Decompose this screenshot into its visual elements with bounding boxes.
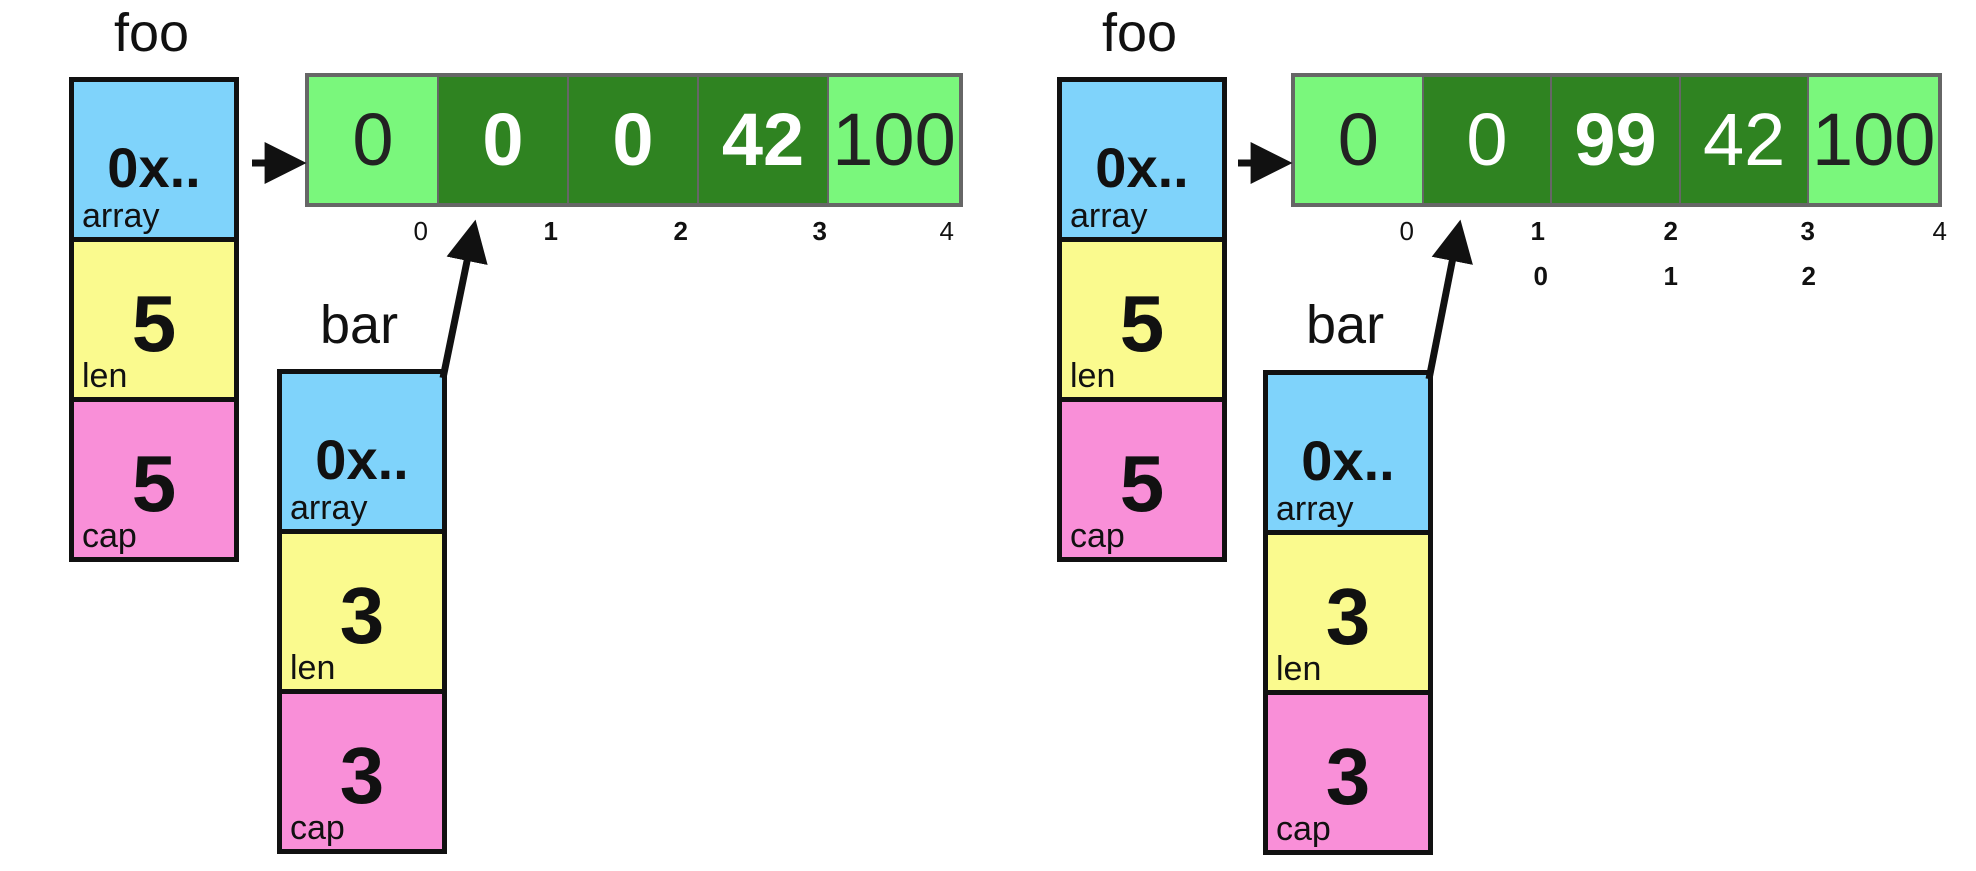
foo-slice-header: 0x.. array 5 len 5 cap [1057, 77, 1227, 562]
foo-cap-field: 5 cap [69, 397, 239, 562]
foo-index: 1 [543, 216, 558, 246]
bar-len-label: len [290, 649, 336, 687]
bar-slice-header: 0x.. array 3 len 3 cap [1263, 370, 1433, 855]
foo-len-value: 5 [1119, 279, 1165, 368]
foo-name: foo [1102, 3, 1178, 63]
bar-len-label: len [1276, 650, 1322, 688]
backing-array: 0 0 0 42 100 [305, 73, 963, 207]
bar-cap-label: cap [1276, 810, 1331, 848]
bar-len-value: 3 [1325, 572, 1371, 661]
foo-array-value: 0x.. [1095, 136, 1189, 199]
foo-name: foo [114, 3, 190, 63]
bar-name: bar [320, 295, 399, 355]
foo-index: 0 [413, 216, 428, 246]
bar-array-field: 0x.. array [277, 369, 447, 534]
pointer-arrows [252, 142, 488, 379]
bar-pointer-arrow [439, 219, 488, 379]
foo-array-field: 0x.. array [69, 77, 239, 242]
bar-array-field: 0x.. array [1263, 370, 1433, 535]
bar-pointer-arrow [1425, 219, 1473, 380]
foo-len-value: 5 [131, 279, 177, 368]
bar-cap-value: 3 [1325, 732, 1371, 821]
array-cell: 0 [569, 77, 699, 203]
array-cell: 0 [1423, 77, 1553, 203]
bar-index: 2 [1801, 261, 1816, 291]
foo-len-field: 5 len [69, 237, 239, 402]
bar-array-value: 0x.. [1301, 429, 1395, 492]
bar-index: 0 [1533, 261, 1548, 291]
bar-name: bar [1306, 295, 1385, 355]
bar-len-value: 3 [339, 571, 385, 660]
foo-len-label: len [82, 357, 128, 395]
array-cell: 0 [1295, 77, 1424, 203]
array-cell: 0 [439, 77, 569, 203]
foo-array-label: array [82, 197, 160, 235]
array-cell: 42 [1680, 77, 1810, 203]
foo-cap-field: 5 cap [1057, 397, 1227, 562]
panel-after: foo 0x.. array 5 len 5 cap 0 0 99 42 100… [988, 0, 1976, 871]
array-cell: 100 [829, 77, 959, 203]
foo-index: 2 [1663, 216, 1678, 246]
foo-index: 3 [1800, 216, 1815, 246]
foo-cap-value: 5 [1119, 439, 1165, 528]
array-cell: 100 [1809, 77, 1939, 203]
bar-array-label: array [290, 489, 368, 527]
pointer-arrows [1238, 142, 1473, 380]
backing-array: 0 0 99 42 100 [1291, 73, 1942, 207]
foo-array-label: array [1070, 197, 1148, 235]
bar-len-field: 3 len [277, 529, 447, 694]
foo-len-label: len [1070, 357, 1116, 395]
panel-before: foo 0x.. array 5 len 5 cap 0 0 0 42 100 … [69, 3, 963, 854]
foo-array-value: 0x.. [107, 136, 201, 199]
foo-array-field: 0x.. array [1057, 77, 1227, 242]
foo-index: 4 [939, 216, 954, 246]
foo-cap-value: 5 [131, 439, 177, 528]
bar-cap-label: cap [290, 809, 345, 847]
bar-array-value: 0x.. [315, 428, 409, 491]
foo-index: 1 [1530, 216, 1545, 246]
bar-cap-field: 3 cap [277, 689, 447, 854]
array-cell: 0 [309, 77, 439, 203]
bar-index: 1 [1663, 261, 1678, 291]
foo-cap-label: cap [82, 517, 137, 555]
foo-slice-header: 0x.. array 5 len 5 cap [69, 77, 239, 562]
bar-cap-value: 3 [339, 731, 385, 820]
foo-index: 3 [812, 216, 827, 246]
foo-index: 4 [1932, 216, 1947, 246]
array-cell: 42 [699, 77, 829, 203]
foo-len-field: 5 len [1057, 237, 1227, 402]
foo-index: 0 [1399, 216, 1414, 246]
array-cell: 99 [1552, 77, 1681, 203]
bar-array-label: array [1276, 490, 1354, 528]
foo-cap-label: cap [1070, 517, 1125, 555]
bar-slice-header: 0x.. array 3 len 3 cap [277, 369, 447, 854]
foo-index: 2 [673, 216, 688, 246]
bar-cap-field: 3 cap [1263, 690, 1433, 855]
